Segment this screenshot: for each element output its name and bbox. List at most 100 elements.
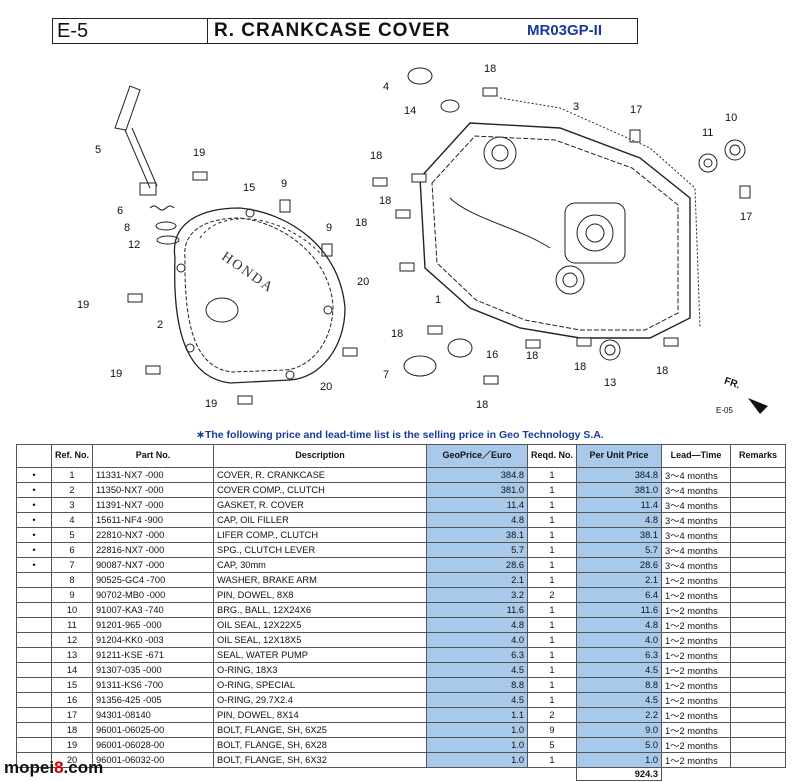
part-no: 15611-NF4 -900 — [92, 512, 215, 528]
part-no: 22810-NX7 -000 — [92, 527, 215, 543]
svg-text:18: 18 — [379, 195, 391, 207]
reqd-no: 1 — [527, 647, 578, 663]
part-no: 11350-NX7 -000 — [92, 482, 215, 498]
total-row: 924.3 — [17, 766, 786, 782]
description: SEAL, WATER PUMP — [213, 647, 428, 663]
remarks — [730, 482, 787, 498]
geo-price: 384.8 — [426, 467, 529, 483]
col-ref: Ref. No. — [50, 444, 94, 468]
reqd-no: 1 — [527, 542, 578, 558]
unit-price: 2.1 — [576, 572, 663, 588]
row-mark — [16, 632, 52, 648]
svg-text:19: 19 — [77, 299, 89, 311]
row-mark — [16, 722, 52, 738]
part-no: 90525-GC4 -700 — [92, 572, 215, 588]
unit-price: 38.1 — [576, 527, 663, 543]
row-mark: • — [16, 557, 52, 573]
ref-no: 4 — [50, 512, 94, 528]
remarks — [730, 557, 787, 573]
svg-text:18: 18 — [355, 217, 367, 229]
lead-time: 1〜2 months — [661, 647, 732, 663]
svg-text:17: 17 — [740, 211, 752, 223]
ref-no: 17 — [50, 707, 94, 723]
svg-text:18: 18 — [574, 361, 586, 373]
col-qty: Reqd. No. — [527, 444, 578, 468]
svg-text:17: 17 — [630, 104, 642, 116]
svg-text:4: 4 — [383, 81, 389, 93]
remarks — [730, 542, 787, 558]
geo-price: 4.8 — [426, 617, 529, 633]
honda-logo-text: HONDA — [218, 249, 276, 296]
row-mark — [16, 662, 52, 678]
front-arrow-icon — [748, 398, 768, 414]
ref-no: 15 — [50, 677, 94, 693]
unit-price: 2.2 — [576, 707, 663, 723]
section-code: E-5 — [53, 19, 208, 43]
reqd-no: 1 — [527, 497, 578, 513]
svg-text:18: 18 — [656, 365, 668, 377]
lead-time: 1〜2 months — [661, 737, 732, 753]
row-mark: • — [16, 467, 52, 483]
ref-no: 11 — [50, 617, 94, 633]
reqd-no: 1 — [527, 692, 578, 708]
remarks — [730, 467, 787, 483]
model-name: MR03GP-II — [527, 22, 603, 39]
geo-price: 11.4 — [426, 497, 529, 513]
reqd-no: 1 — [527, 752, 578, 768]
svg-text:16: 16 — [486, 349, 498, 361]
description: WASHER, BRAKE ARM — [213, 572, 428, 588]
part-no: 90702-MB0 -000 — [92, 587, 215, 603]
svg-text:9: 9 — [326, 222, 332, 234]
col-geoprice: GeoPrice／Euro — [426, 444, 529, 468]
geo-price: 2.1 — [426, 572, 529, 588]
svg-text:1: 1 — [435, 294, 441, 306]
ref-no: 14 — [50, 662, 94, 678]
reqd-no: 1 — [527, 482, 578, 498]
lead-time: 3〜4 months — [661, 467, 732, 483]
unit-price: 4.5 — [576, 662, 663, 678]
svg-text:2: 2 — [157, 319, 163, 331]
geo-price: 4.8 — [426, 512, 529, 528]
reqd-no: 1 — [527, 572, 578, 588]
unit-price: 6.4 — [576, 587, 663, 603]
reqd-no: 2 — [527, 707, 578, 723]
col-desc: Description — [213, 444, 428, 468]
geo-price: 38.1 — [426, 527, 529, 543]
geo-price: 1.0 — [426, 737, 529, 753]
reqd-no: 1 — [527, 677, 578, 693]
svg-text:18: 18 — [476, 399, 488, 411]
row-mark — [16, 737, 52, 753]
svg-text:18: 18 — [526, 350, 538, 362]
unit-price: 4.0 — [576, 632, 663, 648]
remarks — [730, 722, 787, 738]
unit-price: 4.8 — [576, 617, 663, 633]
description: O-RING, 29.7X2.4 — [213, 692, 428, 708]
geo-price: 1.1 — [426, 707, 529, 723]
lead-time: 1〜2 months — [661, 572, 732, 588]
page-header: E-5 R. CRANKCASE COVER MR03GP-II — [52, 18, 638, 44]
part-no: 96001-06025-00 — [92, 722, 215, 738]
row-mark — [16, 617, 52, 633]
ref-no: 12 — [50, 632, 94, 648]
geo-price: 1.0 — [426, 752, 529, 768]
ref-no: 18 — [50, 722, 94, 738]
part-no: 91204-KK0 -003 — [92, 632, 215, 648]
lead-time: 1〜2 months — [661, 692, 732, 708]
part-no: 11391-NX7 -000 — [92, 497, 215, 513]
svg-text:18: 18 — [484, 63, 496, 75]
row-mark — [16, 602, 52, 618]
unit-price: 4.8 — [576, 512, 663, 528]
svg-text:19: 19 — [110, 368, 122, 380]
part-no: 91356-425 -005 — [92, 692, 215, 708]
